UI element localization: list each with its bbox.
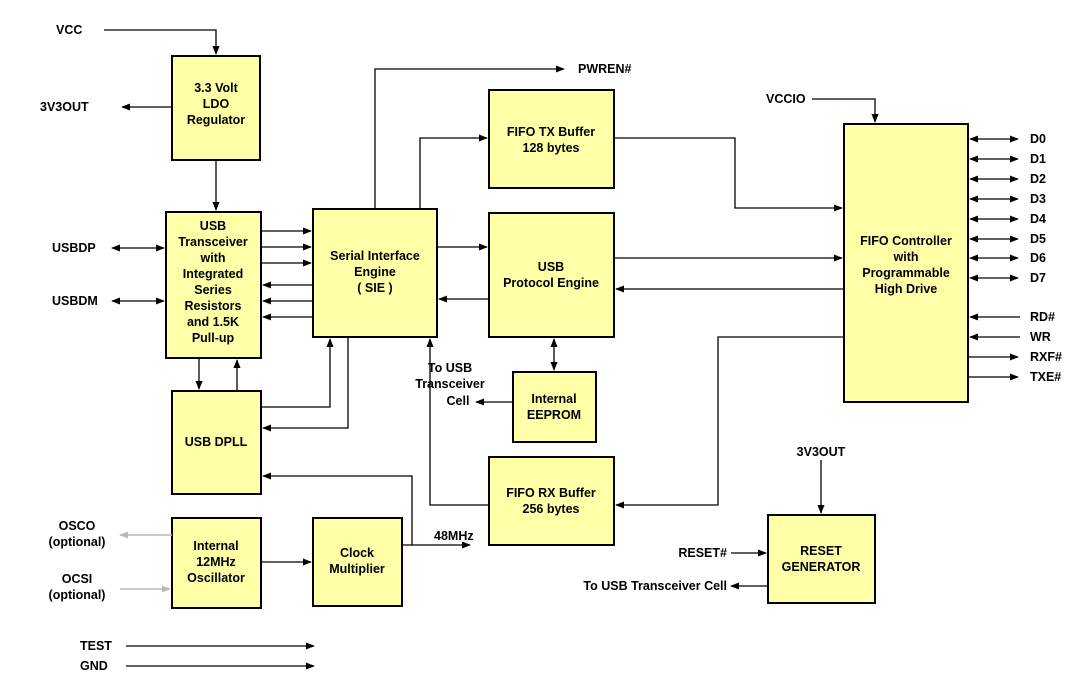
oscillator-label-2: 12MHz: [196, 555, 236, 569]
ocsi-label-2: (optional): [49, 588, 106, 602]
transceiver-label-5: Series: [194, 283, 232, 297]
transceiver-block: USB Transceiver with Integrated Series R…: [165, 211, 262, 359]
transceiver-label-7: and 1.5K: [187, 315, 239, 329]
d5-label: D5: [1030, 232, 1046, 246]
dpll-label: USB DPLL: [185, 435, 248, 449]
clk-dpll-wire: [262, 472, 413, 546]
ocsi-label-1: OCSI: [62, 572, 93, 586]
fifo-ctrl-label-2: with: [893, 250, 919, 264]
sie-block: Serial Interface Engine ( SIE ): [312, 208, 438, 338]
ldo-block: 3.3 Volt LDO Regulator: [171, 55, 261, 161]
oscillator-label-1: Internal: [193, 539, 238, 553]
to-usb-cell-label-3: Cell: [447, 394, 470, 408]
transceiver-label-8: Pull-up: [192, 331, 235, 345]
reset-generator-block: RESET GENERATOR: [767, 514, 876, 604]
ldo-label-3: Regulator: [187, 113, 245, 127]
oscillator-block: Internal 12MHz Oscillator: [171, 517, 262, 609]
ldo-label-2: LDO: [203, 97, 230, 111]
to-usb-cell-label-1: To USB: [428, 361, 472, 375]
sie-label-1: Serial Interface: [330, 249, 420, 263]
connections: [104, 29, 1020, 670]
fifo-ctrl-label-3: Programmable: [862, 266, 950, 280]
d0-label: D0: [1030, 132, 1046, 146]
d4-label: D4: [1030, 212, 1046, 226]
usbdp-label: USBDP: [52, 241, 96, 255]
eeprom-block: Internal EEPROM: [512, 371, 597, 443]
eeprom-label-2: EEPROM: [527, 408, 581, 422]
reset-gen-label-2: GENERATOR: [782, 560, 861, 574]
fifo-tx-ctrl-wire: [614, 137, 843, 212]
clk48-label: 48MHz: [434, 529, 474, 543]
reset-gen-label-1: RESET: [800, 544, 842, 558]
sie-label-3: ( SIE ): [357, 281, 392, 295]
d3-label: D3: [1030, 192, 1046, 206]
clock-mult-label-2: Multiplier: [329, 562, 385, 576]
to-usb-cell-label-2: Transceiver: [415, 377, 485, 391]
fifo-tx-label-1: FIFO TX Buffer: [507, 125, 595, 139]
fifo-ctrl-label-4: High Drive: [875, 282, 938, 296]
d6-label: D6: [1030, 251, 1046, 265]
v3out-left-label: 3V3OUT: [40, 100, 89, 114]
dpll-block: USB DPLL: [171, 390, 262, 495]
transceiver-label-2: Transceiver: [178, 235, 248, 249]
pwren-label: PWREN#: [578, 62, 632, 76]
fifo-controller-block: FIFO Controller with Programmable High D…: [843, 123, 969, 403]
signal-labels: VCC 3V3OUT USBDP USBDM PWREN# VCCIO D0 D…: [40, 23, 1062, 673]
fifo-rx-block: FIFO RX Buffer 256 bytes: [488, 456, 615, 546]
usbdm-label: USBDM: [52, 294, 98, 308]
rxf-label: RXF#: [1030, 350, 1062, 364]
sie-fifo-tx-wire: [419, 134, 488, 209]
vcc-label: VCC: [56, 23, 82, 37]
d1-label: D1: [1030, 152, 1046, 166]
reset-in-label: RESET#: [678, 546, 727, 560]
vcc-wire: [104, 29, 220, 55]
clock-mult-label-1: Clock: [340, 546, 374, 560]
fifo-rx-label-2: 256 bytes: [523, 502, 580, 516]
gnd-label: GND: [80, 659, 108, 673]
sie-dpll-wire: [262, 337, 349, 432]
fifo-rx-sie-wire: [426, 338, 489, 506]
transceiver-label-6: Resistors: [185, 299, 242, 313]
transceiver-label-4: Integrated: [183, 267, 243, 281]
vccio-label: VCCIO: [766, 92, 806, 106]
clock-multiplier-block: Clock Multiplier: [312, 517, 403, 607]
osco-label-1: OSCO: [59, 519, 96, 533]
test-label: TEST: [80, 639, 112, 653]
to-usb-cell-reset-label: To USB Transceiver Cell: [583, 579, 727, 593]
rd-label: RD#: [1030, 310, 1055, 324]
vccio-wire: [812, 98, 879, 123]
ctrl-fifo-rx-wire: [615, 336, 844, 509]
d7-label: D7: [1030, 271, 1046, 285]
osco-label-2: (optional): [49, 535, 106, 549]
d2-label: D2: [1030, 172, 1046, 186]
transceiver-label-3: with: [200, 251, 226, 265]
fifo-ctrl-label-1: FIFO Controller: [860, 234, 952, 248]
fifo-rx-label-1: FIFO RX Buffer: [506, 486, 596, 500]
v3out-reset-label: 3V3OUT: [797, 445, 846, 459]
dpll-sie-wire: [261, 338, 334, 408]
transceiver-label-1: USB: [200, 219, 226, 233]
oscillator-label-3: Oscillator: [187, 571, 245, 585]
eeprom-label-1: Internal: [531, 392, 576, 406]
pwren-wire: [374, 65, 565, 209]
fifo-tx-block: FIFO TX Buffer 128 bytes: [488, 89, 615, 189]
wr-label: WR: [1030, 330, 1051, 344]
fifo-tx-label-2: 128 bytes: [523, 141, 580, 155]
txe-label: TXE#: [1030, 370, 1061, 384]
ldo-label-1: 3.3 Volt: [194, 81, 238, 95]
protocol-label-2: Protocol Engine: [503, 276, 599, 290]
protocol-engine-block: USB Protocol Engine: [488, 212, 615, 338]
protocol-label-1: USB: [538, 260, 564, 274]
sie-label-2: Engine: [354, 265, 396, 279]
